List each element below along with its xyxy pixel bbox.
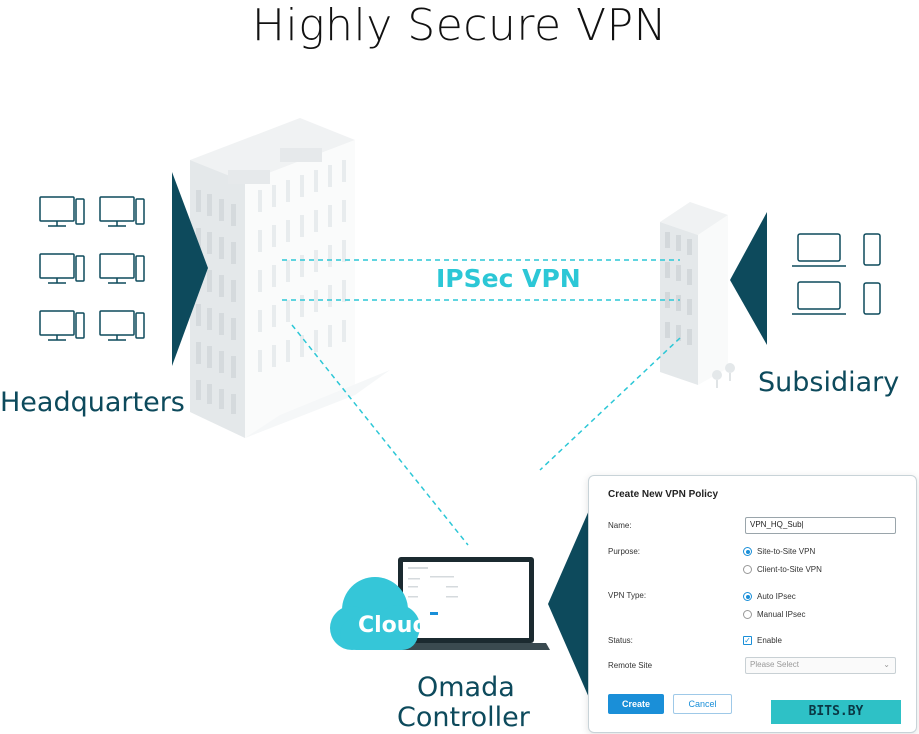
- vpn-type-manual-radio[interactable]: [743, 610, 752, 619]
- chevron-down-icon: ⌄: [883, 660, 890, 669]
- purpose-site-to-site-radio[interactable]: [743, 547, 752, 556]
- form-title: Create New VPN Policy: [608, 489, 719, 500]
- purpose-site-to-site-label: Site-to-Site VPN: [757, 547, 816, 556]
- phone-icon: [863, 233, 881, 266]
- vpn-type-auto-radio[interactable]: [743, 592, 752, 601]
- page-title: Highly Secure VPN: [251, 0, 668, 51]
- subsidiary-building: [660, 202, 735, 388]
- purpose-label: Purpose:: [608, 547, 641, 556]
- monitor-icon: [99, 253, 145, 284]
- ipsec-vpn-label: IPSec VPN: [436, 264, 581, 293]
- status-enable-label: Enable: [757, 636, 782, 645]
- controller-label-line2: Controller: [397, 702, 530, 733]
- remote-site-label: Remote Site: [608, 661, 653, 670]
- vpn-type-auto-label: Auto IPsec: [757, 592, 796, 601]
- subsidiary-devices: [792, 233, 881, 315]
- vpn-type-label: VPN Type:: [608, 591, 647, 600]
- monitor-icon: [99, 196, 145, 227]
- cancel-button[interactable]: Cancel: [673, 694, 732, 714]
- watermark-logo: BITS.BY: [771, 700, 901, 724]
- purpose-client-to-site-radio[interactable]: [743, 565, 752, 574]
- headquarters-building: [190, 118, 390, 438]
- vpn-type-manual-label: Manual IPsec: [757, 610, 806, 619]
- controller-label-line1: Omada: [417, 672, 515, 703]
- monitor-icon: [99, 310, 145, 341]
- monitor-icon: [39, 310, 85, 341]
- headquarters-label: Headquarters: [0, 387, 185, 418]
- laptop-icon: [384, 557, 550, 650]
- cloud-label: Cloud: [358, 613, 429, 638]
- remote-site-select[interactable]: Please Select ⌄: [745, 657, 896, 674]
- laptop-device-icon: [792, 281, 846, 315]
- name-input[interactable]: VPN_HQ_Sub|: [745, 517, 896, 534]
- remote-site-placeholder: Please Select: [750, 660, 799, 669]
- vpn-policy-form: Create New VPN Policy Name: VPN_HQ_Sub| …: [588, 475, 917, 733]
- hq-pointer: [172, 172, 208, 366]
- create-button[interactable]: Create: [608, 694, 664, 714]
- controller-pointer: [548, 508, 590, 700]
- monitor-icon: [39, 196, 85, 227]
- phone-icon: [863, 282, 881, 315]
- hq-devices: [39, 196, 145, 341]
- subsidiary-label: Subsidiary: [758, 367, 900, 398]
- status-enable-checkbox[interactable]: ✓: [743, 636, 752, 645]
- monitor-icon: [39, 253, 85, 284]
- subsidiary-pointer: [730, 212, 767, 345]
- name-label: Name:: [608, 521, 632, 530]
- purpose-client-to-site-label: Client-to-Site VPN: [757, 565, 822, 574]
- laptop-device-icon: [792, 233, 846, 267]
- status-label: Status:: [608, 636, 633, 645]
- cloud-icon: [330, 577, 420, 650]
- vpn-tunnel-lines: [282, 259, 681, 546]
